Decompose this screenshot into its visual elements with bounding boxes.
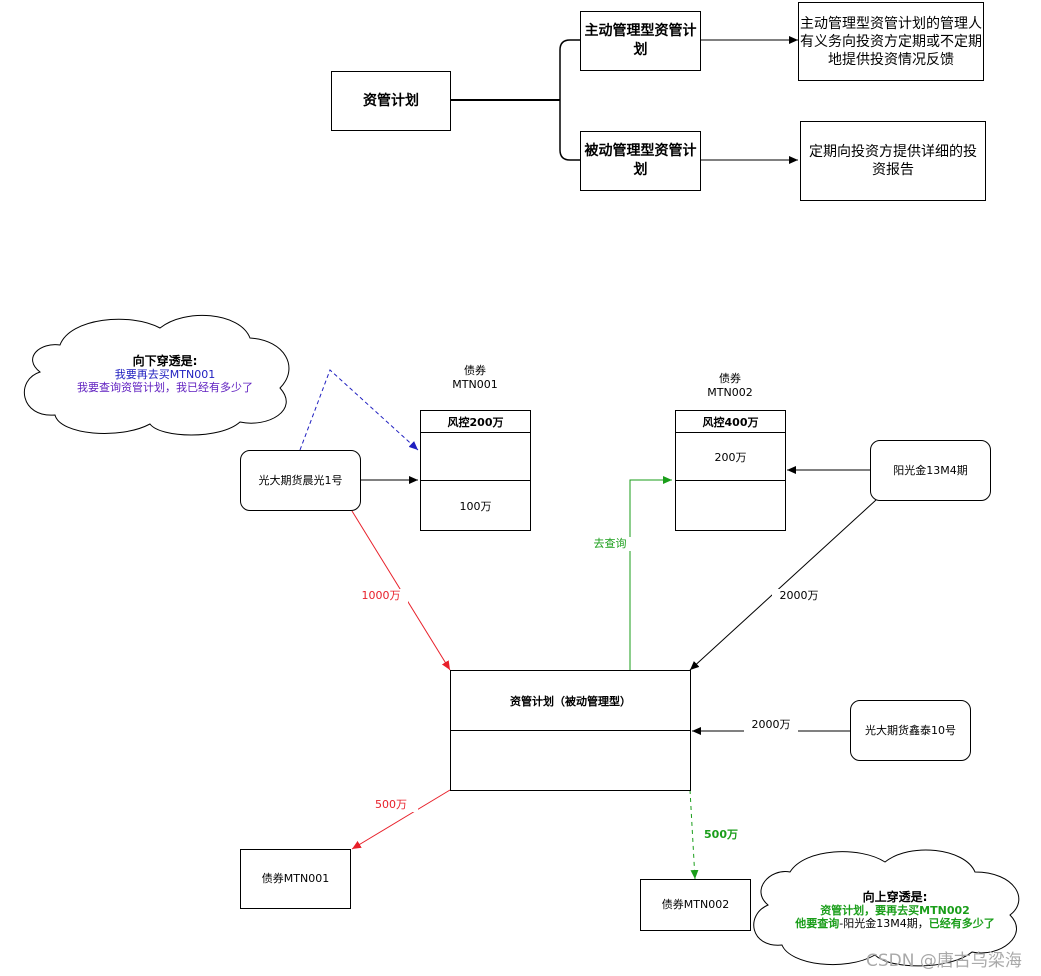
- edge-label-2000a: 2000万: [772, 589, 826, 603]
- plan-node: 资管计划（被动管理型）: [450, 670, 691, 791]
- cloud-up-line2-b: -阳光金13M4期，: [839, 917, 929, 930]
- bond2-caption-line1: 债券: [719, 372, 741, 385]
- out-mtn001-node: 债券MTN001: [240, 849, 351, 909]
- cloud-up-line2-c: 已经有多少了: [928, 917, 995, 930]
- edge-label-query: 去查询: [588, 537, 632, 551]
- watermark: CSDN @唐古乌梁海: [866, 951, 1022, 971]
- out-mtn001-label: 债券MTN001: [261, 872, 330, 885]
- bond2-caption: 债券 MTN002: [675, 372, 785, 400]
- active-note-node: 主动管理型资管计划的管理人有义务向投资方定期或不定期地提供投资情况反馈: [798, 2, 984, 81]
- chenguang-label: 光大期货晨光1号: [258, 473, 343, 487]
- bond1-header: 风控200万: [421, 411, 530, 433]
- plan-header: 资管计划（被动管理型）: [451, 671, 690, 731]
- tree-branch: [559, 39, 580, 161]
- cloud-down-text: 向下穿透是: 我要再去买MTN001 我要查询资管计划，我已经有多少了: [50, 354, 280, 395]
- bond1-table: 风控200万 100万: [420, 410, 531, 531]
- xintai-node: 光大期货鑫泰10号: [850, 700, 971, 761]
- bond1-caption: 债券 MTN001: [420, 364, 530, 392]
- cloud-up-shape: [753, 849, 1020, 967]
- edge-label-2000b: 2000万: [744, 718, 798, 732]
- bond1-caption-line1: 债券: [464, 364, 486, 377]
- passive-plan-label: 被动管理型资管计划: [584, 143, 697, 178]
- edge-label-500-red: 500万: [364, 798, 418, 812]
- active-plan-node: 主动管理型资管计划: [580, 11, 701, 71]
- yangguang-label: 阳光金13M4期: [893, 463, 968, 477]
- edge-plan-out1: [351, 789, 451, 850]
- cloud-up-line2-a: 他要查询: [795, 917, 840, 930]
- passive-note-node: 定期向投资方提供详细的投资报告: [800, 121, 986, 201]
- bond2-header: 风控400万: [676, 411, 785, 433]
- active-note-text: 主动管理型资管计划的管理人有义务向投资方定期或不定期地提供投资情况反馈: [800, 15, 982, 68]
- root-node: 资管计划: [331, 71, 451, 131]
- bond2-row2: [676, 481, 785, 530]
- xintai-label: 光大期货鑫泰10号: [865, 723, 956, 737]
- out-mtn002-node: 债券MTN002: [640, 879, 751, 931]
- cloud-down-shape: [23, 314, 290, 436]
- bond1-caption-line2: MTN001: [452, 378, 498, 391]
- cloud-up-line2: 他要查询-阳光金13M4期，已经有多少了: [770, 917, 1020, 930]
- chenguang-node: 光大期货晨光1号: [240, 450, 361, 511]
- cloud-up-line1: 资管计划，要再去买MTN002: [820, 904, 970, 917]
- bond1-row1: [421, 433, 530, 481]
- cloud-down-line2: 我要查询资管计划，我已经有多少了: [77, 381, 253, 394]
- cloud-up-text: 向上穿透是: 资管计划，要再去买MTN002 他要查询-阳光金13M4期，已经有…: [770, 890, 1020, 931]
- bond2-table: 风控400万 200万: [675, 410, 786, 531]
- root-node-label: 资管计划: [363, 92, 419, 109]
- cloud-down-line1: 我要再去买MTN001: [114, 368, 216, 381]
- passive-plan-node: 被动管理型资管计划: [580, 131, 701, 191]
- out-mtn002-label: 债券MTN002: [661, 898, 730, 911]
- cloud-down-title: 向下穿透是:: [132, 354, 198, 368]
- edge-label-500-green: 500万: [696, 828, 746, 842]
- edge-down-penetration: [299, 369, 419, 451]
- bond1-row2: 100万: [459, 499, 492, 513]
- bond2-caption-line2: MTN002: [707, 386, 753, 399]
- edge-plan-out2: [689, 789, 699, 880]
- cloud-up-title: 向上穿透是:: [862, 890, 928, 904]
- edge-plan-bond2: [629, 476, 672, 670]
- active-plan-label: 主动管理型资管计划: [584, 23, 697, 58]
- passive-note-text: 定期向投资方提供详细的投资报告: [809, 144, 977, 178]
- bond2-row1: 200万: [676, 433, 785, 481]
- edge-yang-plan: [689, 499, 877, 671]
- edge-label-1000: 1000万: [354, 589, 408, 603]
- yangguang-node: 阳光金13M4期: [870, 440, 991, 501]
